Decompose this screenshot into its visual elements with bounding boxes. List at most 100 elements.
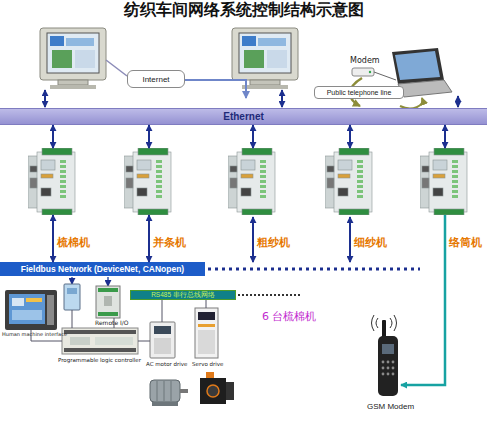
servo-drive [198,330,215,354]
ethernet-drop-arrow [457,96,459,107]
workstation-monitor [52,50,72,68]
device-wire [72,310,73,328]
plc-led [357,190,363,193]
network-cloud-box: Internet [127,70,185,88]
part-label: Programmable logic controller [58,357,141,363]
workstation-monitor [244,50,264,68]
workstation-monitor [232,28,298,80]
laptop-computer [392,48,444,84]
plc-led [156,170,162,173]
plc-controller-symbol [325,148,375,215]
plc-part [230,178,237,188]
plc-led [60,170,66,173]
machine-label: 并条机 [153,235,186,250]
machine-label: 粗纱机 [257,235,290,250]
ac-drive [150,322,175,358]
plc-led [357,170,363,173]
workstation-monitor [75,50,95,68]
plc-part [41,160,55,170]
plc-unit [64,348,136,352]
gsm-modem-symbol [375,318,401,398]
ac-motor [164,381,165,401]
remote-io-module [104,296,112,306]
ethernet-band: Ethernet [0,108,487,125]
device-wire [162,300,163,322]
plc-part [137,174,149,178]
plc-led [60,175,66,178]
plc-led [452,175,458,178]
servo-motor [206,372,214,378]
modem-device [352,68,396,80]
hmi-panel [12,310,42,320]
workstation-monitor [250,80,280,85]
plc-controller: 并条机 [124,148,174,215]
plc-part [334,152,372,212]
plc-part [42,148,72,155]
connector-arrow [252,125,254,148]
connector-arrow [401,215,445,385]
diagram-title: 纺织车间网络系统控制结构示意图 [0,1,487,19]
fieldbus-dotted-extension [208,268,420,271]
plc-led [156,195,162,198]
plc-part [433,188,443,196]
plc-led [260,170,266,173]
workstation-monitor [258,38,286,46]
plc-part [30,178,37,188]
plc-part [429,152,467,212]
gsm-key [392,367,395,370]
plc-controller: 粗纱机 [228,148,278,215]
gsm-body [378,336,398,396]
gsm-screen [382,344,394,354]
part-label: Modem [350,57,380,66]
plc-led [156,160,162,163]
ac-motor [150,380,180,402]
plc-led [156,165,162,168]
servo-motor [226,382,234,400]
plc-part [126,166,133,172]
hmi-panel [26,298,42,302]
network-label: Internet [142,75,169,84]
plc-led [452,160,458,163]
plc-led [357,180,363,183]
remote-io-module [98,288,118,292]
internet-link [185,80,246,98]
part-label: Human machine interface [2,332,67,338]
plc-led [260,180,266,183]
remote-io-module [98,312,118,316]
plc-led [260,165,266,168]
machine-label: 梳棉机 [57,235,90,250]
plc-part [30,166,37,172]
ac-motor [157,381,158,401]
plc-unit [95,337,133,345]
plc-led [260,160,266,163]
band-label: Ethernet [223,111,264,122]
gsm-key [387,367,390,370]
plc-part [42,209,72,215]
workstation-monitor [267,50,287,68]
workstation-monitor [242,36,256,46]
signal-wave [390,318,392,328]
servo-motor [207,385,219,397]
workstation-monitor [40,28,106,80]
plc-part [327,166,334,172]
telephone-line-box: Public telephone line [314,86,404,99]
plc-led [260,190,266,193]
plc-led [156,180,162,183]
plc-led [60,195,66,198]
bus-adapter [64,284,80,310]
plc-part [242,209,272,215]
rs485-dotted-extension [238,294,300,296]
workstation-monitor [242,85,288,89]
workstation-monitor [47,33,99,73]
plc-led [60,190,66,193]
plc-led [60,165,66,168]
servo-drive [198,324,215,327]
fieldbus-drop-arrow [252,217,254,262]
plc-part [41,174,53,178]
hmi-panel [12,298,24,306]
gsm-key [382,361,385,364]
device-drop-arrow [71,277,73,284]
device-wire [206,300,207,308]
modem-device [369,71,371,73]
gsm-key [387,361,390,364]
